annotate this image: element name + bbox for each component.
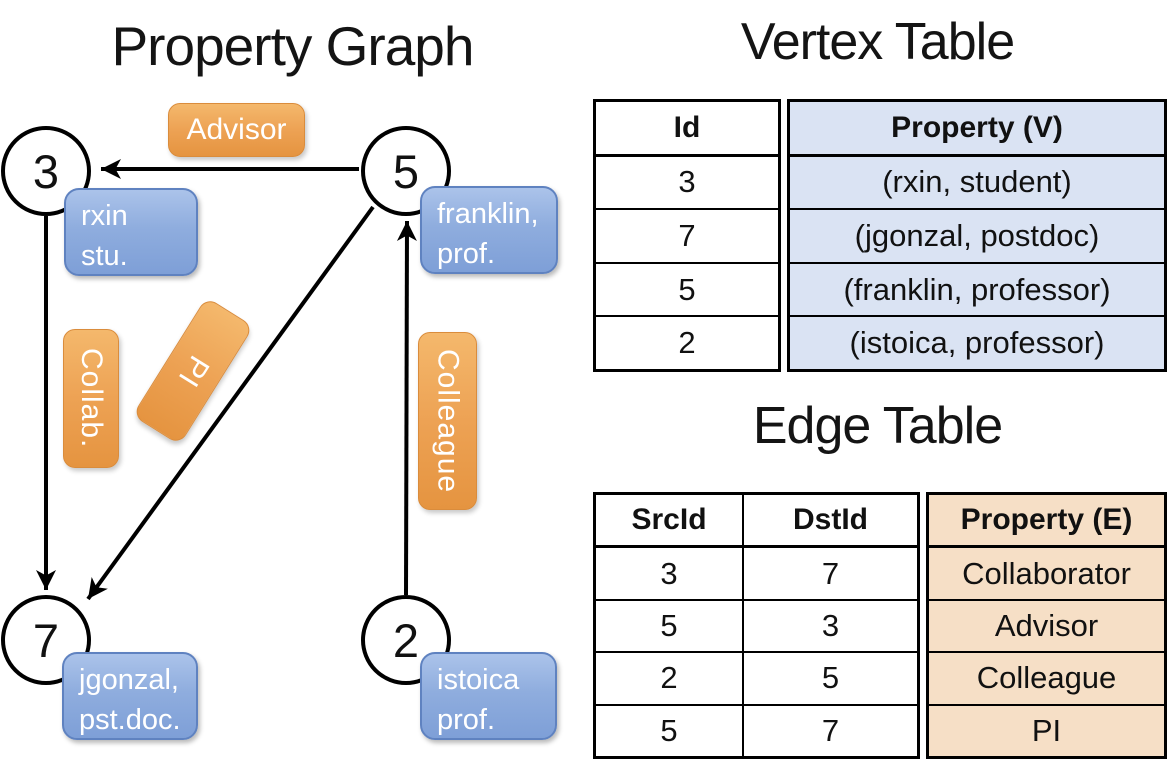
edge-dstid-value: 3: [742, 600, 917, 652]
vertex-table-header-id: Id: [596, 102, 778, 157]
vertex-table-header-id-text: Id: [673, 110, 701, 144]
vertex-table-id-cell: 2: [596, 317, 778, 369]
vertex-property-5-line2: prof.: [437, 238, 496, 270]
edge-table-header-dstid: DstId: [742, 495, 917, 546]
vertex-property-5-line1: franklin,: [437, 198, 539, 230]
vertex-id-value: 5: [678, 271, 696, 307]
vertex-table-property-cell: (franklin, professor): [790, 264, 1164, 318]
vertex-table-header-property: Property (V): [790, 102, 1164, 157]
edge-property-value: PI: [1031, 712, 1062, 748]
vertex-table-property-cell: (istoica, professor): [790, 317, 1164, 369]
edge-table-property-cell: Advisor: [929, 601, 1164, 654]
edge-label-colleague: Colleague: [418, 332, 477, 510]
vertex-node-2-id: 2: [392, 613, 420, 667]
edge-label-collab: Collab.: [63, 329, 119, 468]
vertex-property-7-line1: jgonzal,: [79, 664, 179, 696]
edge-label-advisor-text: Advisor: [186, 113, 287, 146]
edge-table-header-ids: SrcId DstId: [596, 495, 917, 549]
vertex-property-2-line1: istoica: [437, 664, 520, 696]
edge-srcid-value: 5: [660, 712, 678, 748]
edge-property-value: Collaborator: [962, 555, 1131, 591]
edge-table-id-columns: SrcId DstId 3 7 5 3 2 5 5 7: [593, 492, 920, 759]
edge-srcid-value: 5: [660, 608, 678, 644]
vertex-table-header-property-text: Property (V): [891, 110, 1063, 144]
vertex-property-value: (rxin, student): [882, 164, 1072, 200]
vertex-property-value: (jgonzal, postdoc): [854, 217, 1100, 253]
edge-table-id-row: 2 5: [596, 653, 917, 706]
vertex-node-5-id: 5: [392, 144, 420, 198]
vertex-id-value: 3: [678, 164, 696, 200]
vertex-id-value: 7: [678, 217, 696, 253]
vertex-property-box-2: istoica prof.: [420, 652, 557, 740]
vertex-node-3: 3: [1, 126, 91, 216]
vertex-property-value: (istoica, professor): [849, 325, 1105, 361]
vertex-table-title: Vertex Table: [740, 13, 1015, 71]
edge-srcid-value: 3: [660, 555, 678, 591]
edge-label-advisor: Advisor: [168, 103, 305, 157]
edge-table-header-srcid: SrcId: [631, 503, 707, 537]
vertex-property-value: (franklin, professor): [843, 271, 1111, 307]
vertex-property-box-5: franklin, prof.: [420, 186, 558, 274]
vertex-table-property-cell: (rxin, student): [790, 157, 1164, 211]
edge-colleague-2-to-5: [396, 220, 417, 596]
vertex-property-2-line2: prof.: [437, 704, 496, 736]
edge-table-property-cell: PI: [929, 706, 1164, 756]
vertex-table-id-cell: 5: [596, 264, 778, 318]
vertex-table-property-column: Property (V) (rxin, student) (jgonzal, p…: [787, 99, 1167, 372]
edge-dstid-value: 7: [742, 548, 917, 599]
edge-table-property-column: Property (E) Collaborator Advisor Collea…: [926, 492, 1167, 759]
vertex-property-box-3: rxin stu.: [64, 188, 198, 276]
edge-property-value: Advisor: [994, 608, 1099, 644]
vertex-property-box-7: jgonzal, pst.doc.: [62, 652, 198, 740]
edge-table-header-property-text: Property (E): [960, 503, 1133, 537]
vertex-property-3-line2: stu.: [81, 240, 128, 272]
vertex-node-7-id: 7: [32, 613, 60, 667]
edge-label-collab-text: Collab.: [75, 348, 108, 449]
edge-label-colleague-text: Colleague: [431, 348, 465, 494]
edge-dstid-value: 7: [742, 705, 917, 757]
vertex-property-7-line2: pst.doc.: [79, 704, 181, 736]
vertex-table-id-cell: 7: [596, 210, 778, 264]
property-graph-title: Property Graph: [111, 15, 474, 77]
vertex-id-value: 2: [678, 325, 696, 361]
edge-pi-5-to-7: [86, 205, 375, 601]
edge-table-id-row: 3 7: [596, 548, 917, 601]
edge-srcid-value: 2: [660, 660, 678, 696]
edge-table-header-property: Property (E): [929, 495, 1164, 549]
edge-table-title: Edge Table: [752, 397, 1003, 455]
edge-table-property-cell: Colleague: [929, 653, 1164, 706]
edge-table-property-cell: Collaborator: [929, 548, 1164, 601]
vertex-node-3-id: 3: [32, 144, 60, 198]
vertex-table-id-column: Id 3 7 5 2: [593, 99, 781, 372]
vertex-table-property-cell: (jgonzal, postdoc): [790, 210, 1164, 264]
vertex-property-3-line1: rxin: [81, 200, 128, 232]
vertex-table-id-cell: 3: [596, 157, 778, 211]
edge-label-pi-text: PI: [171, 349, 216, 393]
edge-table-id-row: 5 3: [596, 600, 917, 654]
edge-table-id-row: 5 7: [596, 705, 917, 757]
edge-dstid-value: 5: [742, 653, 917, 704]
edge-property-value: Colleague: [976, 660, 1117, 696]
